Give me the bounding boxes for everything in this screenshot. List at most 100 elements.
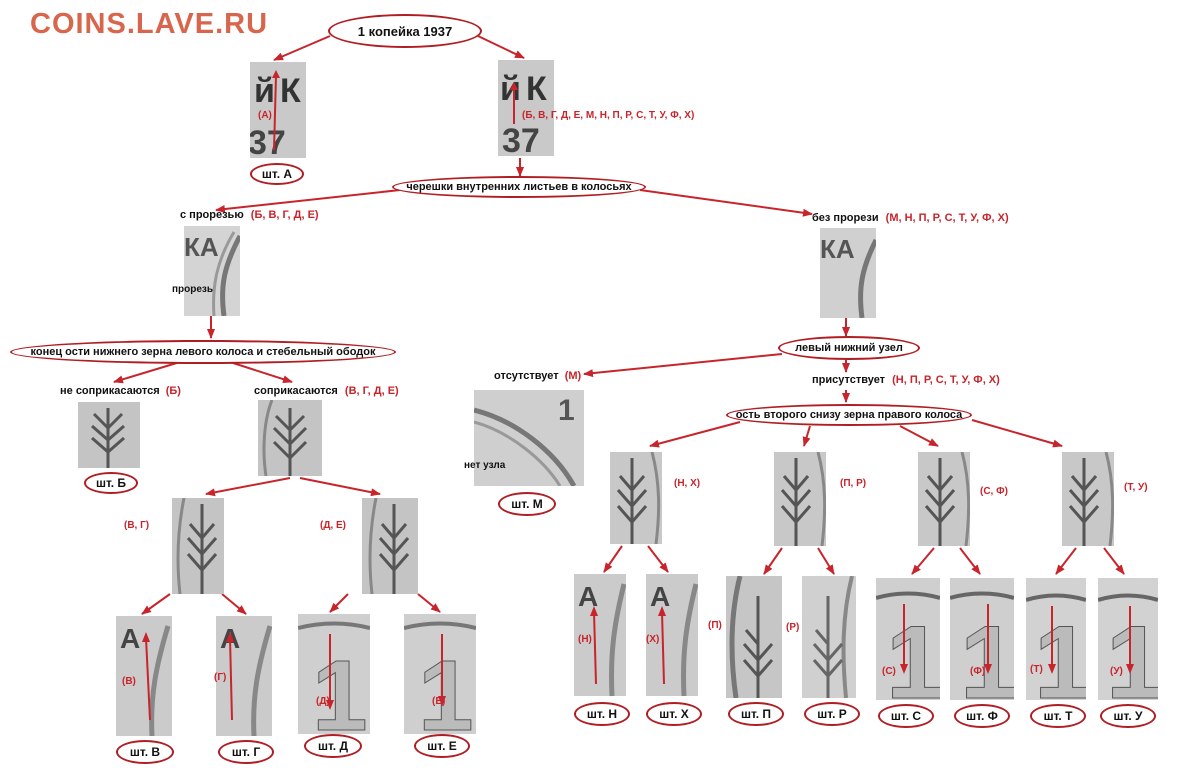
photo-stamp-others: й К 37 <box>498 60 554 156</box>
question-leaf-stems: черешки внутренних листьев в колосьях <box>392 176 646 198</box>
svg-text:1: 1 <box>418 640 474 734</box>
arrow <box>639 189 813 217</box>
tag-a: (А) <box>258 110 272 121</box>
svg-text:А: А <box>578 581 598 612</box>
arrow <box>649 421 741 448</box>
stamp-r: шт. Р <box>804 702 860 726</box>
wheat-ear <box>78 402 140 468</box>
photo-f: 1 <box>950 578 1014 700</box>
label-with-cut: с прорезью (Б, В, Г, Д, Е) <box>180 209 319 221</box>
tag-s: (С) <box>882 666 896 677</box>
tag-e: (Е) <box>432 696 446 707</box>
photo-v: А <box>116 616 172 736</box>
svg-text:А: А <box>650 581 670 612</box>
svg-text:37: 37 <box>502 122 540 156</box>
photo-b <box>78 402 140 468</box>
photo-r <box>802 576 856 698</box>
arrow <box>477 35 525 59</box>
arrow <box>647 545 669 573</box>
stamp-p: шт. П <box>728 702 784 726</box>
root-label: 1 копейка 1937 <box>357 23 453 39</box>
stamp-b: шт. Б <box>84 472 138 494</box>
photo-h: А <box>646 574 698 696</box>
note-no-node: нет узла <box>464 460 506 471</box>
tag-d: (Д) <box>316 696 330 707</box>
arrow <box>417 593 441 613</box>
arrow <box>583 353 783 378</box>
site-title: COINS.LAVE.RU <box>30 8 269 40</box>
photo-t: 1 <box>1026 578 1086 700</box>
tag-g: (Г) <box>214 672 227 683</box>
arrow <box>141 593 171 615</box>
photo-tu <box>1062 452 1114 546</box>
svg-text:1: 1 <box>1034 605 1086 700</box>
question-awn-right: ость второго снизу зерна правого колоса <box>726 404 972 426</box>
photo-s: 1 <box>876 578 940 700</box>
arrow <box>959 547 981 575</box>
label-no-touch: не соприкасаются (Б) <box>60 385 181 397</box>
group-nh: (Н, Х) <box>674 478 701 489</box>
stamp-v: шт. В <box>116 740 174 764</box>
arrow <box>299 477 381 497</box>
arrow <box>113 361 181 384</box>
arrow <box>1103 547 1125 575</box>
svg-text:1: 1 <box>1106 605 1158 700</box>
photo-with-cut: КА <box>184 226 240 316</box>
arrow <box>911 547 935 575</box>
svg-text:37: 37 <box>250 124 286 158</box>
root-node: 1 копейка 1937 <box>328 14 482 48</box>
group-vg: (В, Г) <box>124 520 150 531</box>
tag-others: (Б, В, Г, Д, Е, М, Н, П, Р, С, Т, У, Ф, … <box>522 110 695 121</box>
arrow <box>215 189 401 214</box>
svg-text:1: 1 <box>312 640 368 734</box>
photo-no-cut: КА <box>820 228 876 318</box>
arrow <box>329 593 349 613</box>
stamp-a: шт. А <box>250 163 304 185</box>
photo-p <box>726 576 782 698</box>
svg-text:й: й <box>254 72 275 110</box>
tag-u: (У) <box>1110 666 1123 677</box>
svg-text:КА: КА <box>820 234 855 264</box>
label-present: присутствует (Н, П, Р, С, Т, У, Ф, Х) <box>812 374 1000 386</box>
svg-text:1: 1 <box>886 605 940 700</box>
tag-t: (Т) <box>1030 664 1043 675</box>
arrow <box>221 593 247 615</box>
arrow <box>971 419 1063 448</box>
photo-u: 1 <box>1098 578 1158 700</box>
stamp-f: шт. Ф <box>954 704 1010 728</box>
photo-touch <box>258 400 322 476</box>
label-touch: соприкасаются (В, Г, Д, Е) <box>254 385 399 397</box>
stamp-u: шт. У <box>1100 704 1156 728</box>
photo-stamp-a: й К 37 <box>250 62 306 158</box>
stamp-t: шт. Т <box>1030 704 1086 728</box>
tag-h: (Х) <box>646 634 660 645</box>
photo-nh <box>610 452 662 544</box>
question-left-node: левый нижний узел <box>778 336 920 360</box>
photo-pr <box>774 452 826 546</box>
stamp-d: шт. Д <box>304 734 362 758</box>
tag-v: (В) <box>122 676 136 687</box>
photo-g: А <box>216 616 272 736</box>
tag-n: (Н) <box>578 634 592 645</box>
photo-vg <box>172 498 224 594</box>
arrow <box>229 361 293 384</box>
svg-text:КА: КА <box>184 232 219 262</box>
svg-text:К: К <box>526 70 547 108</box>
arrow <box>817 547 835 575</box>
tag-f: (Ф) <box>970 666 986 677</box>
arrow <box>802 425 811 447</box>
arrow <box>899 425 939 447</box>
group-sf: (С, Ф) <box>980 486 1008 497</box>
group-de: (Д, Е) <box>320 520 347 531</box>
svg-text:А: А <box>120 623 140 654</box>
arrow <box>205 477 291 497</box>
note-cut: прорезь <box>172 284 214 295</box>
svg-text:й: й <box>500 70 521 108</box>
svg-text:1: 1 <box>558 394 575 427</box>
stamp-n: шт. Н <box>574 702 630 726</box>
stamp-s: шт. С <box>878 704 934 728</box>
photo-m: 1 <box>474 390 584 486</box>
stamp-g: шт. Г <box>218 740 274 764</box>
arrow <box>1055 547 1077 575</box>
